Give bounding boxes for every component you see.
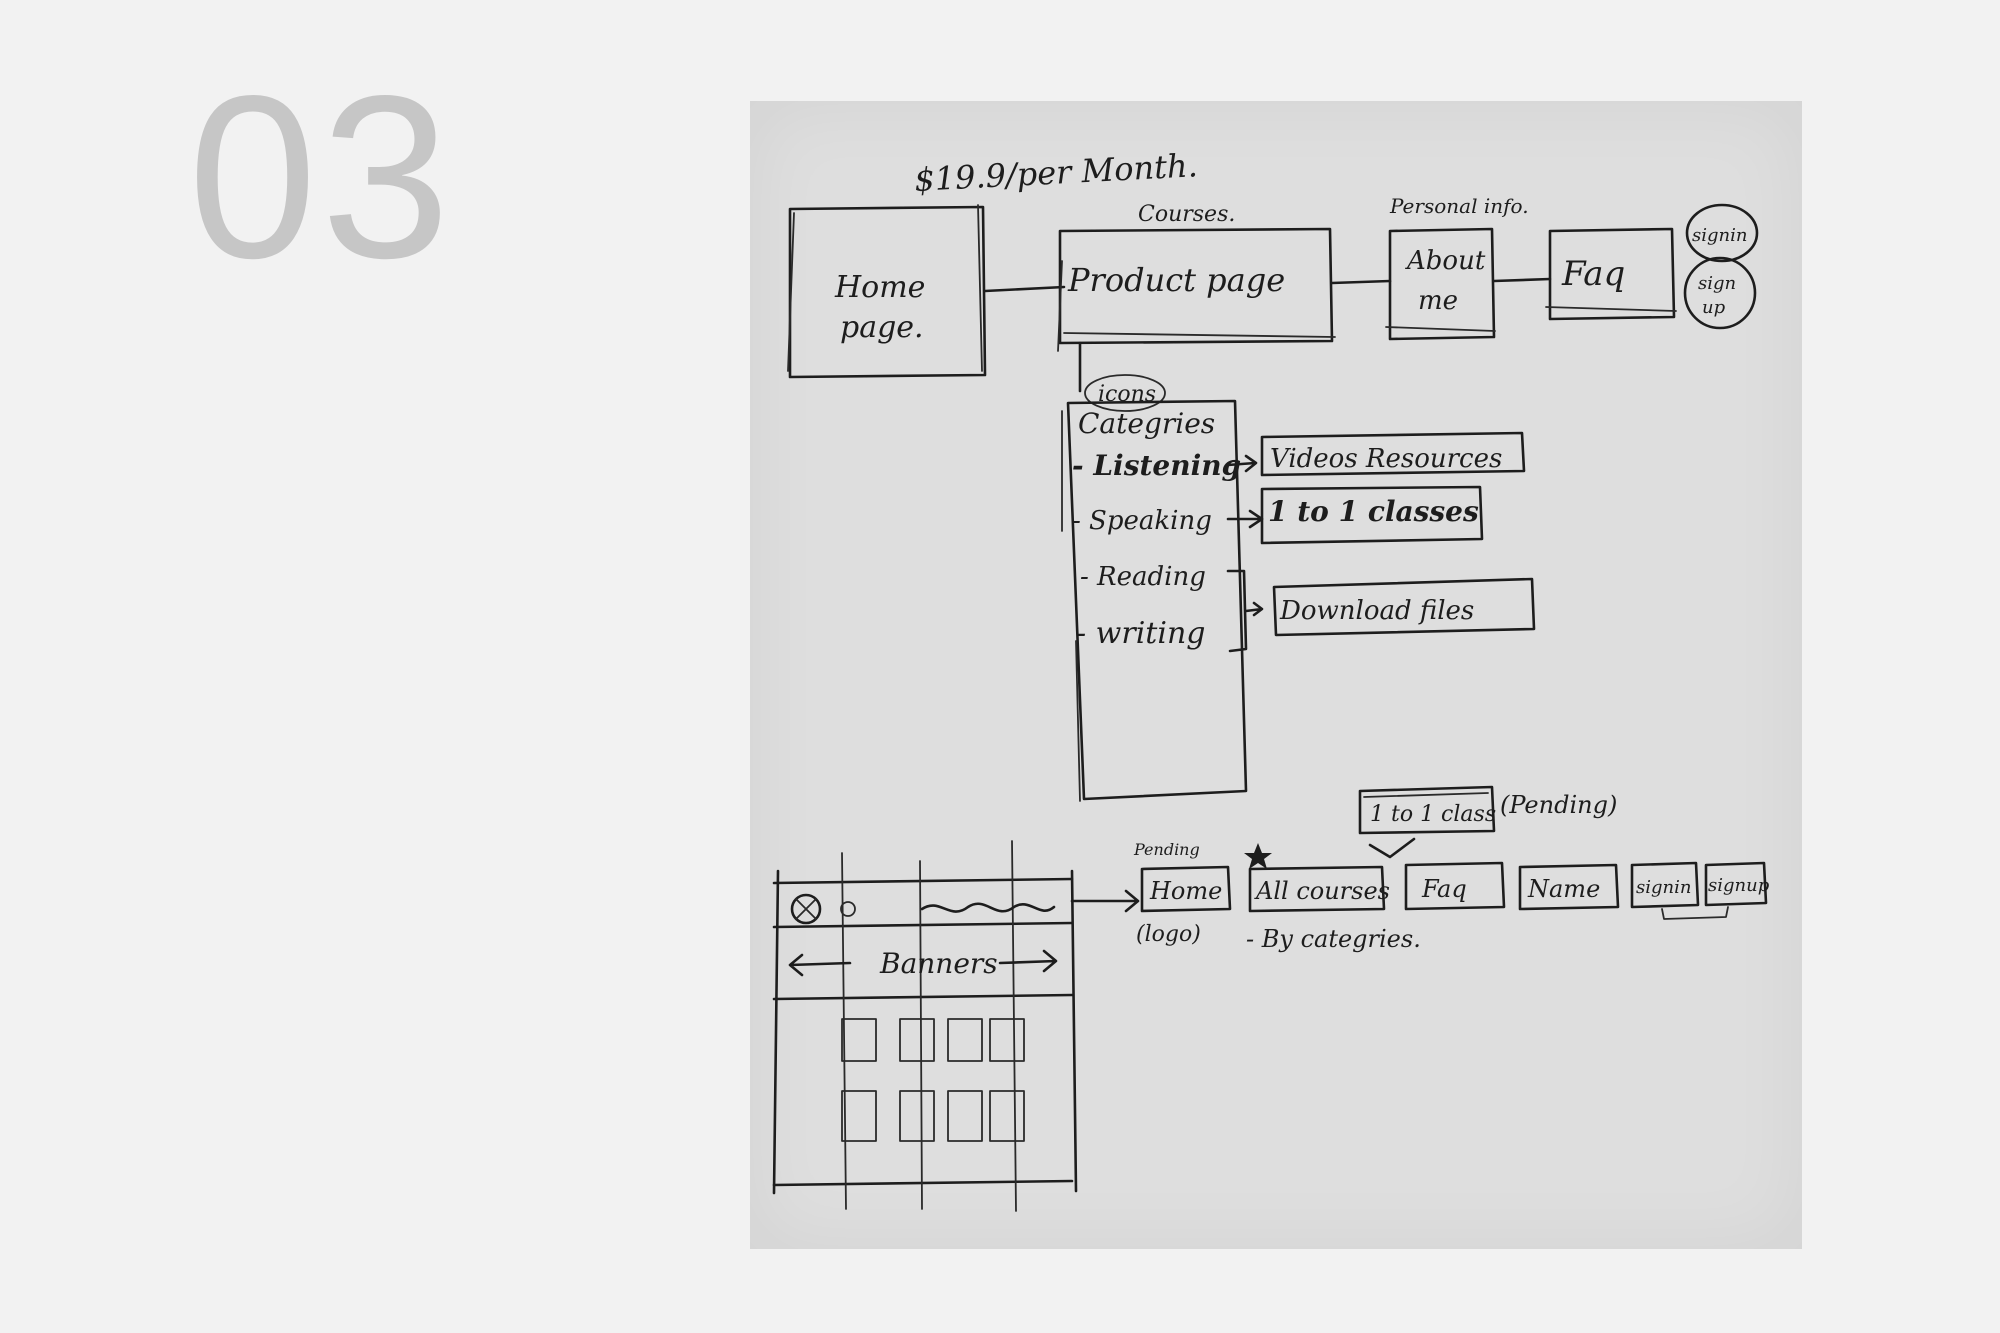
- category-listening: - Listening: [1072, 449, 1241, 482]
- category-writing: - writing: [1076, 616, 1205, 651]
- category-speaking: - Speaking: [1072, 506, 1212, 536]
- pending-small-note: Pending: [1133, 840, 1200, 859]
- small-circle-icon: [840, 901, 856, 917]
- star-icon: [1244, 843, 1272, 869]
- sign-in-label: signin: [1692, 225, 1747, 246]
- banner-right-arrow-icon: [998, 949, 1058, 973]
- nav-item-signin: signin: [1636, 877, 1691, 898]
- banners-label: Banners: [879, 947, 998, 980]
- pending-class-label: 1 to 1 class: [1370, 802, 1496, 827]
- about-me-label-line-1: About: [1405, 246, 1486, 276]
- personal-info-note: Personal info.: [1389, 194, 1529, 218]
- sign-up-label-line-2: up: [1702, 297, 1726, 318]
- step-number: 03: [188, 48, 455, 307]
- product-page-box: Product page: [1057, 227, 1336, 352]
- logo-scribble-icon: [790, 893, 822, 925]
- pending-note: (Pending): [1500, 791, 1617, 819]
- sitemap-sketch: $19.9/per Month. Courses. Personal info.…: [772, 146, 1770, 1212]
- sketch-paper: $19.9/per Month. Courses. Personal info.…: [750, 101, 1802, 1249]
- banner-left-arrow-icon: [788, 953, 852, 977]
- nav-bar-sketch: Home All courses Faq Name signin signup: [1140, 861, 1770, 920]
- about-me-box: About me: [1385, 227, 1496, 341]
- category-reading: - Reading: [1080, 562, 1206, 592]
- arrow-listening: [1226, 454, 1258, 473]
- courses-note: Courses.: [1138, 202, 1235, 227]
- one-to-one-classes-label: 1 to 1 classes: [1268, 495, 1479, 528]
- about-me-label-line-2: me: [1418, 286, 1458, 316]
- sign-in-sign-up-circles: signin sign up: [1683, 203, 1759, 330]
- home-page-label-line-1: Home: [834, 270, 925, 305]
- price-note: $19.9/per Month.: [913, 146, 1198, 199]
- download-files-label: Download files: [1279, 596, 1474, 626]
- faq-label: Faq: [1561, 254, 1625, 294]
- logo-note: (logo): [1136, 922, 1201, 947]
- sign-up-label-line-1: sign: [1698, 273, 1736, 294]
- videos-resources-box: Videos Resources: [1260, 431, 1526, 477]
- nav-item-faq: Faq: [1421, 875, 1467, 903]
- check-mark: [1368, 837, 1416, 859]
- one-to-one-classes-box: 1 to 1 classes: [1260, 485, 1484, 545]
- home-page-label-line-2: page.: [840, 310, 924, 345]
- connector-home-product: [983, 285, 1066, 293]
- nav-item-home: Home: [1149, 877, 1222, 905]
- videos-resources-label: Videos Resources: [1270, 444, 1502, 474]
- nav-item-signup: signup: [1708, 875, 1770, 896]
- faq-box: Faq: [1545, 227, 1677, 321]
- arrow-wireframe-to-nav: [1070, 889, 1140, 913]
- nav-item-name: Name: [1527, 875, 1600, 903]
- arrow-speaking: [1226, 509, 1264, 529]
- connector-about-faq: [1492, 277, 1552, 283]
- by-categories-note: - By categries.: [1246, 925, 1421, 953]
- connector-product-about: [1330, 279, 1392, 285]
- categories-label: Categries: [1078, 407, 1215, 440]
- download-files-box: Download files: [1272, 577, 1536, 637]
- home-page-box: Home page.: [787, 204, 987, 379]
- homepage-wireframe: Banners: [772, 840, 1078, 1212]
- icons-circle: [1084, 374, 1166, 412]
- pending-class-box: 1 to 1 class: [1358, 785, 1496, 835]
- nav-item-all-courses: All courses: [1254, 877, 1390, 905]
- categories-column: Categries - Listening - Speaking - Readi…: [1061, 399, 1248, 802]
- arrow-reading-writing: [1226, 569, 1264, 653]
- product-page-label: Product page: [1067, 261, 1285, 299]
